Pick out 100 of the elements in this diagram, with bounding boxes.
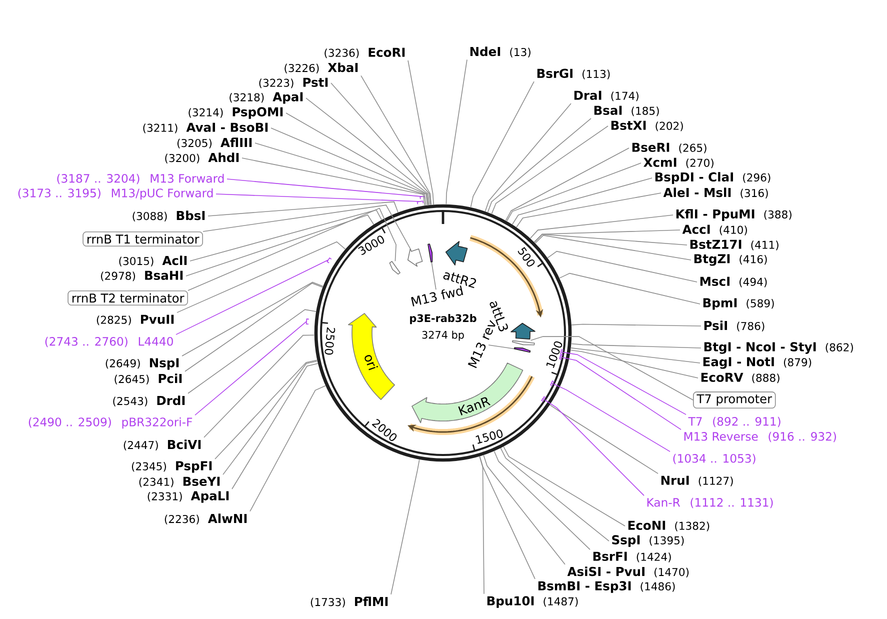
site-label: (2341) BseYI (139, 476, 220, 488)
site-label: (2978) BsaHI (101, 270, 183, 282)
leader-line (194, 318, 310, 416)
leader-line (571, 324, 702, 326)
leader-line (390, 459, 420, 595)
leader-line (226, 178, 426, 200)
site-label: EcoRV (888) (701, 372, 780, 384)
site-label: BstZ17I (411) (690, 240, 778, 250)
leader-line (188, 208, 396, 291)
leader-line (250, 385, 326, 512)
leader-line (560, 349, 686, 415)
site-label: AsiSI - PvuI (1470) (567, 566, 689, 578)
label-box: rrnB T1 terminator (82, 232, 203, 246)
leader-line (306, 98, 430, 206)
leader-line (479, 456, 536, 580)
primer-label: (1034 .. 1053) (673, 454, 756, 464)
site-label: (3223) PstI (259, 78, 328, 88)
site-label: AleI - MslI (316) (663, 188, 768, 198)
site-label: BseRI (265) (632, 142, 706, 154)
leader-line (505, 148, 630, 221)
leader-line (182, 282, 324, 356)
feature-block: ori (348, 313, 395, 400)
label-box: T7 promoter (693, 392, 776, 408)
leader-line (550, 404, 658, 474)
leader-line (559, 272, 700, 304)
site-label: PsiI (786) (704, 320, 764, 332)
leader-line (483, 454, 566, 565)
site-label: SspI (1395) (612, 535, 684, 547)
feature-block (514, 347, 531, 353)
leader-line (208, 201, 398, 216)
leader-line (550, 380, 670, 452)
leader-line (484, 103, 572, 212)
site-label: NdeI (13) (470, 46, 530, 58)
site-label: EcoNI (1382) (628, 520, 710, 532)
site-label: KflI - PpuMI (388) (676, 209, 792, 221)
leader-line (487, 118, 592, 213)
leader-line (571, 343, 702, 348)
leader-line (232, 363, 318, 490)
leader-line (500, 448, 610, 542)
leader-line (516, 192, 662, 228)
feature-block (428, 244, 433, 262)
leader-line (534, 234, 692, 260)
site-label: BpmI (589) (703, 298, 774, 310)
leader-line (506, 162, 642, 222)
leader-line (503, 446, 626, 526)
leader-line (512, 178, 652, 225)
feature-block (512, 340, 535, 346)
primer-label: T7 (892 .. 911) (688, 416, 780, 428)
leader-line (176, 257, 332, 335)
site-label: (2825) PvuII (96, 314, 174, 326)
leader-line (530, 336, 694, 400)
site-label: BspDI - ClaI (296) (655, 172, 770, 184)
site-label: (3088) BbsI (132, 210, 205, 222)
leader-line (214, 360, 318, 460)
site-label: (3015) AclI (119, 256, 187, 266)
leader-line (534, 230, 680, 242)
leader-line (541, 396, 644, 496)
leader-line (559, 354, 682, 430)
leader-line (188, 309, 316, 394)
leader-line (184, 282, 323, 372)
leader-line (479, 456, 484, 594)
leader-line (216, 194, 424, 205)
primer-label: Kan-R (1112 .. 1131) (647, 498, 773, 508)
primer-label: (3173 .. 3195) M13/pUC Forward (18, 188, 213, 200)
leader-line (360, 75, 432, 206)
site-label: (3211) AvaI - BsoBI (143, 122, 268, 134)
site-label: BsmBI - Esp3I (1486) (538, 581, 675, 593)
site-label: (3200) AhdI (165, 152, 239, 164)
site-label: DraI (174) (574, 90, 638, 102)
site-label: (1733) PflMI (310, 596, 388, 608)
site-label: BsrGI (113) (537, 68, 610, 80)
site-label: (2236) AlwNI (164, 514, 247, 524)
site-label: BstXI (202) (611, 120, 683, 132)
leader-line (530, 214, 674, 239)
site-label: (3205) AflIII (177, 138, 252, 148)
site-label: BsaI (185) (594, 106, 659, 116)
leader-line (494, 450, 590, 550)
site-label: (2649) NspI (106, 358, 179, 370)
tick-label: 2500 (324, 327, 336, 355)
leader-line (491, 126, 608, 214)
site-label: XcmI (270) (644, 158, 714, 168)
leader-line (547, 250, 698, 282)
leader-line (186, 214, 374, 276)
tick-label: 1000 (546, 341, 562, 368)
leader-line (470, 81, 534, 208)
leader-line (242, 158, 426, 206)
site-label: BtgZI (416) (694, 254, 767, 266)
feature-block (407, 248, 423, 267)
site-label: (2543) DrdI (113, 396, 185, 406)
site-label: MscI (494) (700, 276, 767, 288)
site-label: (2645) PciI (114, 374, 182, 384)
leader-line (254, 142, 426, 206)
site-label: BsrFI (1424) (593, 552, 671, 562)
leader-line (222, 360, 318, 475)
leader-line (270, 128, 428, 206)
leader-line (488, 344, 514, 350)
site-label: (2345) PspFI (132, 461, 212, 473)
site-label: (3218) ApaI (230, 92, 303, 104)
leader-line (446, 59, 468, 205)
leader-line (570, 350, 698, 378)
